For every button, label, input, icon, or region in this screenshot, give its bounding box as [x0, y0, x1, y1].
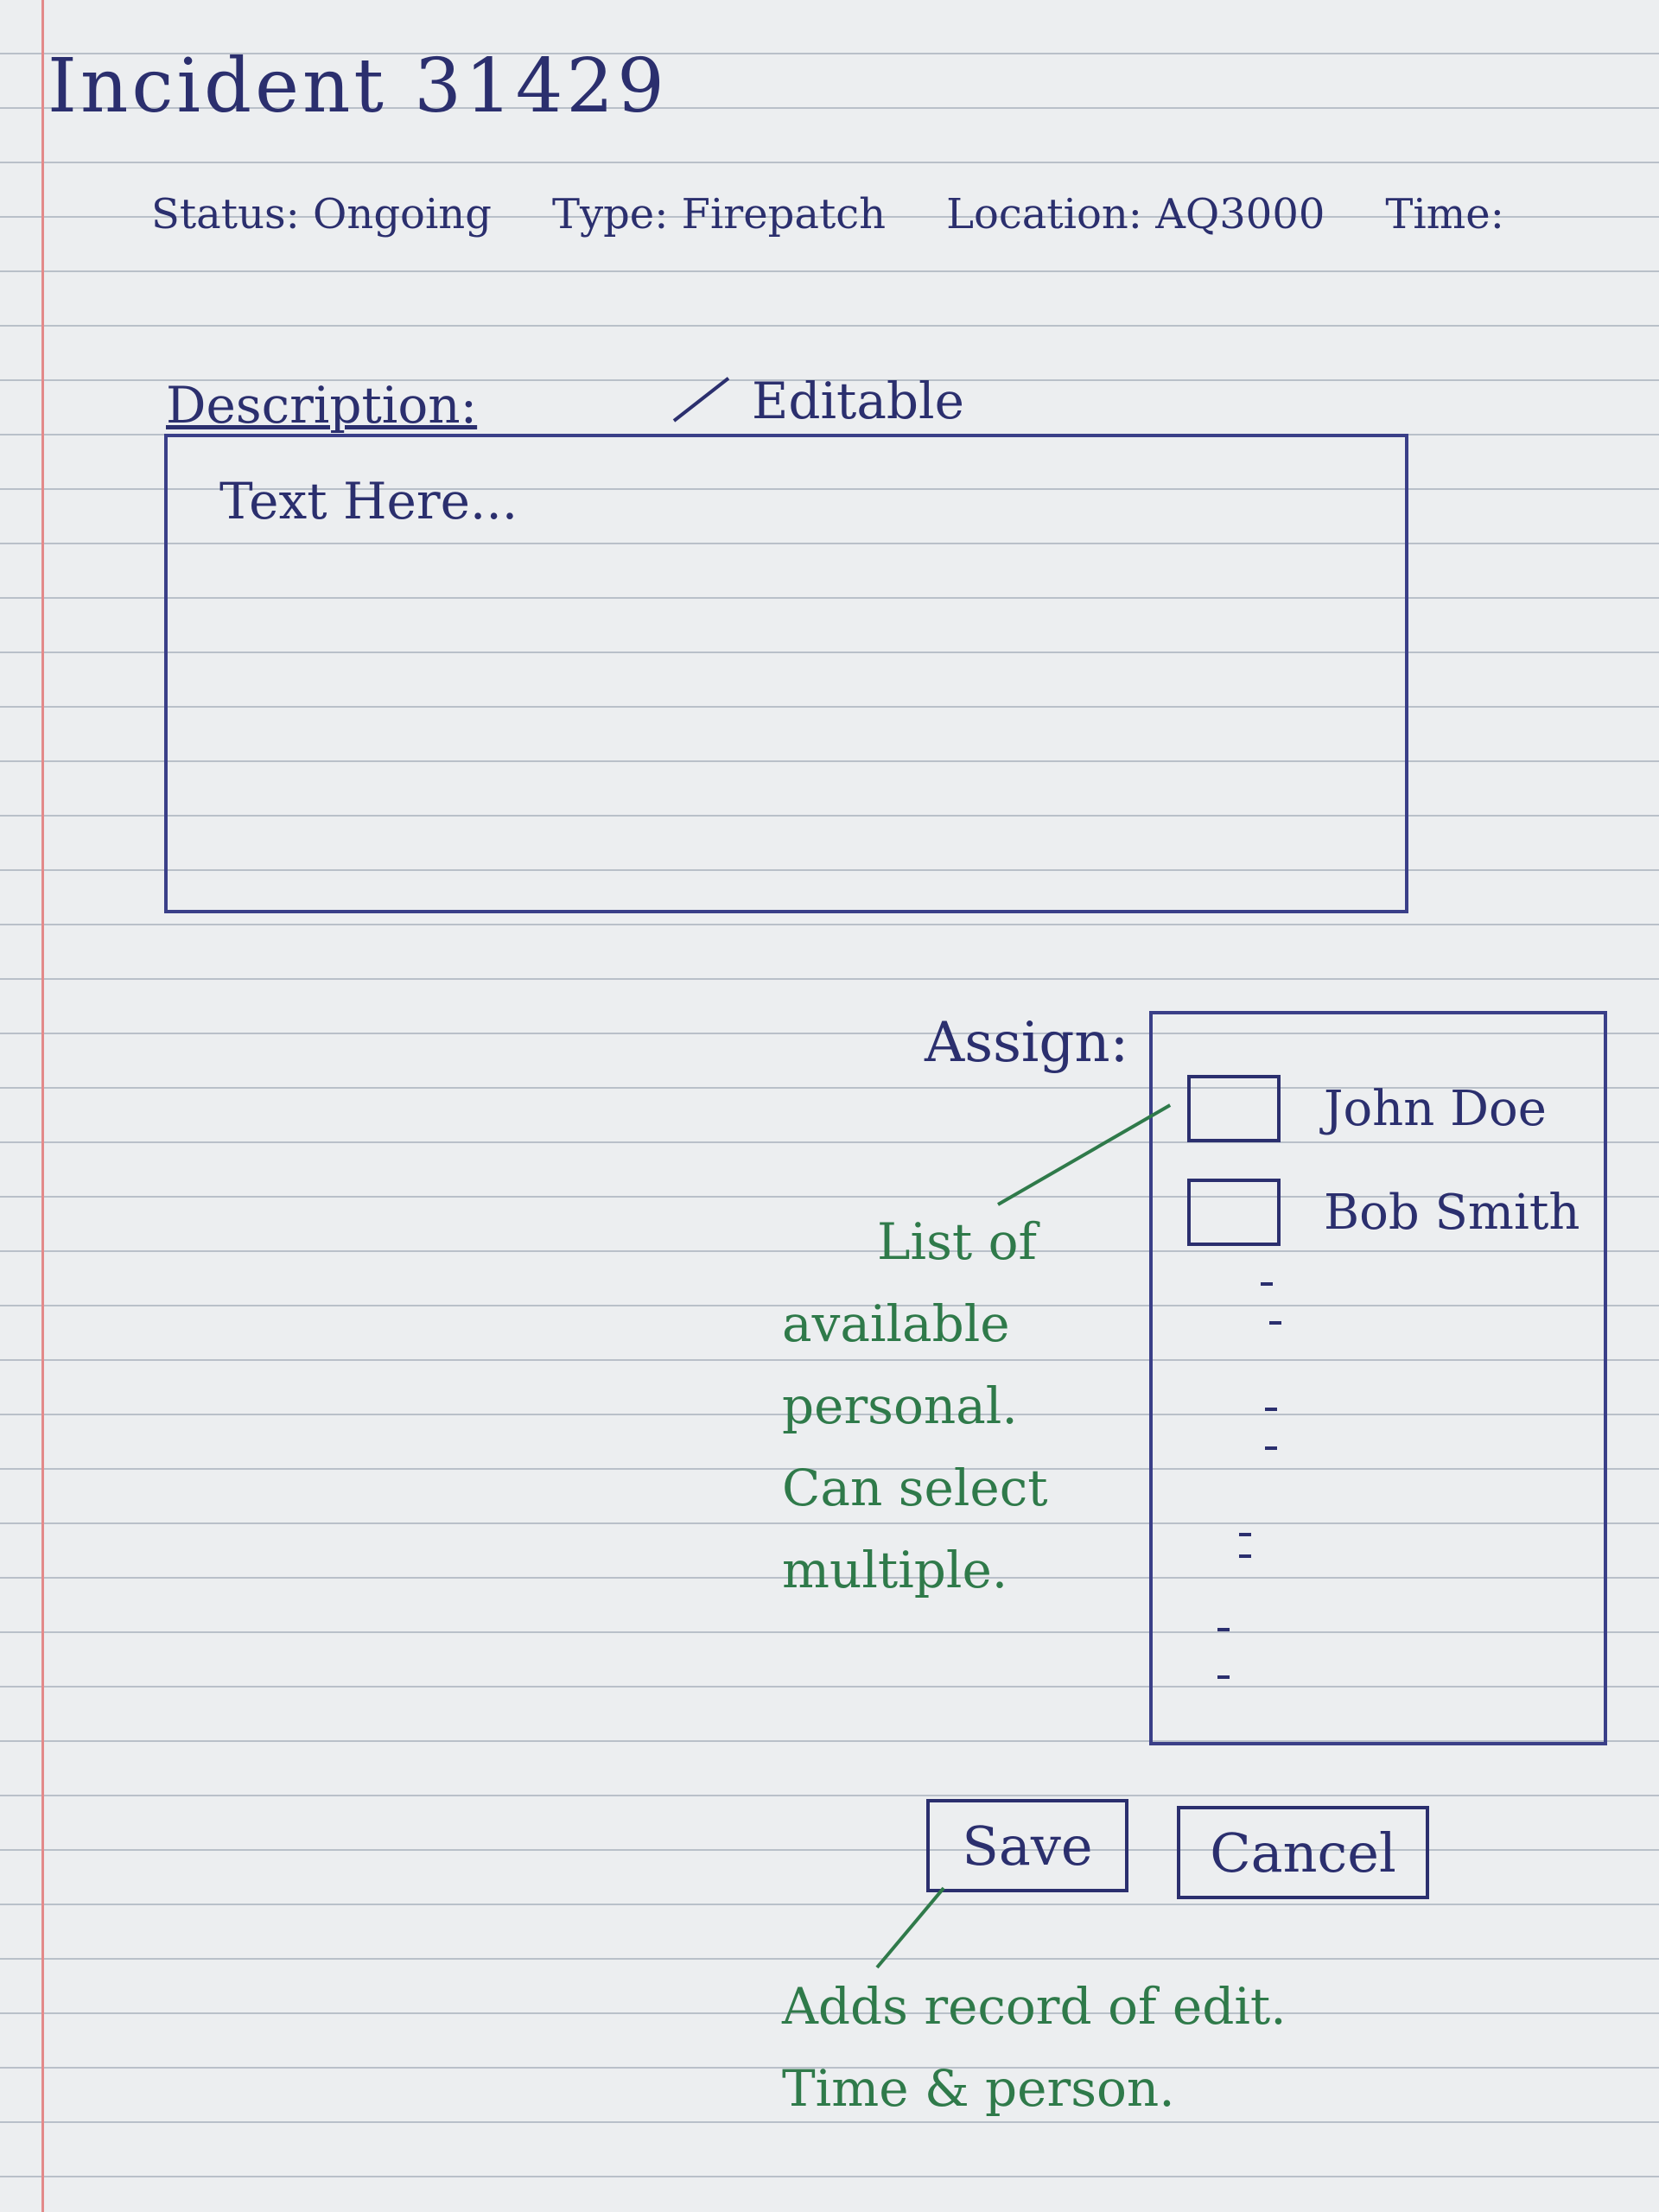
assign-label: Assign: [925, 1011, 1129, 1075]
cancel-button[interactable]: Cancel [1177, 1806, 1429, 1899]
annotation-line: personal. [782, 1376, 1018, 1435]
list-continuation-mark [1217, 1628, 1230, 1631]
list-item[interactable]: John Doe [1187, 1075, 1547, 1142]
description-input[interactable] [164, 434, 1408, 913]
list-continuation-mark [1265, 1408, 1277, 1411]
person-name: John Doe [1324, 1080, 1547, 1137]
person-checkbox[interactable] [1187, 1075, 1281, 1142]
person-name: Bob Smith [1324, 1184, 1580, 1241]
list-annotation-pointer [997, 1103, 1172, 1206]
annotation-line: Time & person. [782, 2059, 1175, 2118]
person-checkbox[interactable] [1187, 1179, 1281, 1246]
incident-meta: Status: Ongoing Type: Firepatch Location… [151, 190, 1504, 238]
list-continuation-mark [1269, 1321, 1281, 1325]
save-annotation-pointer [875, 1886, 945, 1969]
paper-margin-line [41, 0, 44, 2212]
time-field: Time: [1385, 190, 1504, 238]
annotation-line: available [782, 1294, 1010, 1353]
location-field: Location: AQ3000 [946, 190, 1325, 238]
list-continuation-mark [1239, 1554, 1251, 1558]
save-annotation: Adds record of edit. Time & person. [782, 1966, 1287, 2130]
editable-annotation-pointer [672, 377, 730, 423]
annotation-line: Adds record of edit. [782, 1977, 1287, 2036]
status-field: Status: Ongoing [151, 190, 492, 238]
list-continuation-mark [1265, 1446, 1277, 1450]
list-continuation-mark [1261, 1282, 1273, 1286]
personnel-list[interactable]: John Doe Bob Smith [1149, 1011, 1607, 1745]
list-continuation-mark [1217, 1675, 1230, 1679]
list-continuation-mark [1239, 1533, 1251, 1536]
annotation-line: multiple. [782, 1541, 1008, 1599]
page-title: Incident 31429 [48, 43, 668, 130]
annotation-line: List of [877, 1212, 1037, 1271]
type-field: Type: Firepatch [551, 190, 887, 238]
annotation-line: Can select [782, 1459, 1048, 1517]
list-item[interactable]: Bob Smith [1187, 1179, 1580, 1246]
editable-annotation: Editable [752, 372, 964, 430]
save-button[interactable]: Save [926, 1799, 1128, 1892]
description-label: Description: [166, 376, 478, 435]
list-annotation: List of available personal. Can select m… [782, 1201, 1145, 1611]
